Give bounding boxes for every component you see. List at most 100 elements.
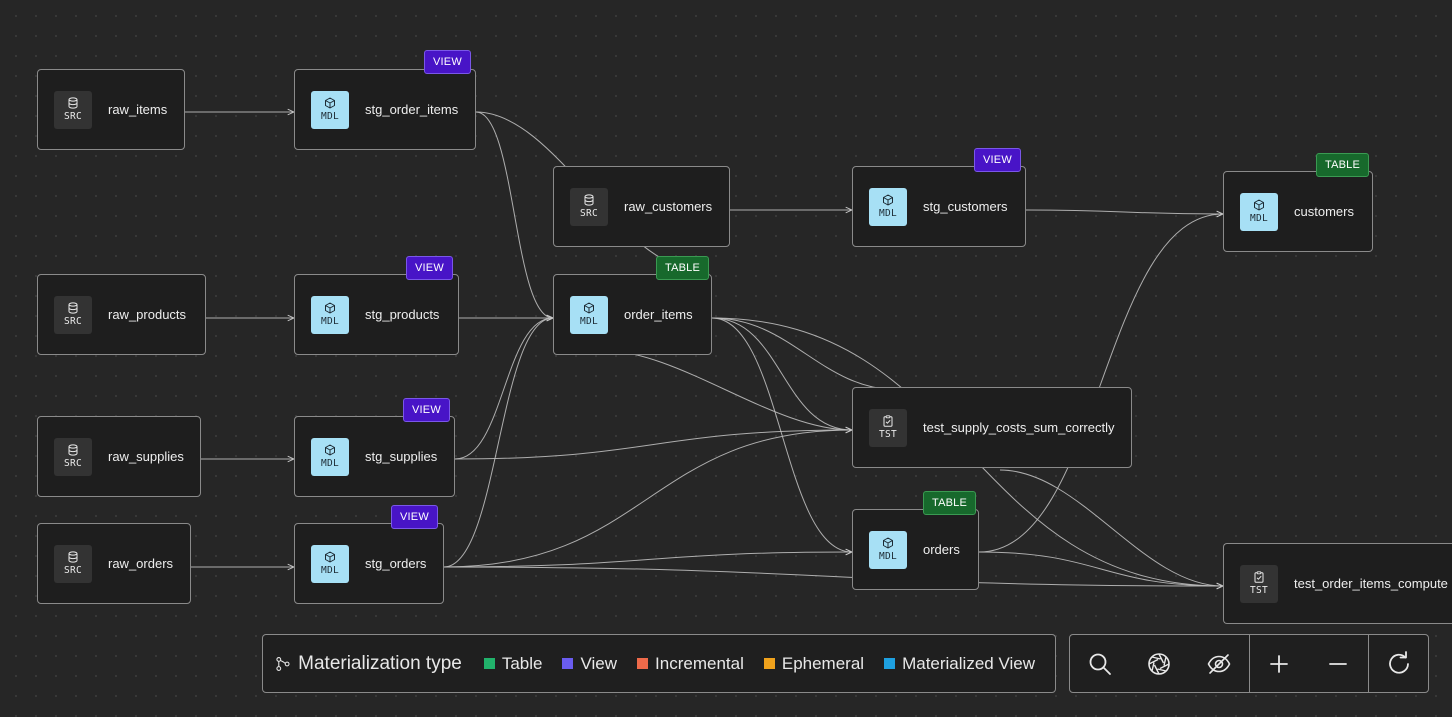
node-stg-customers[interactable]: MDL stg_customers <box>852 166 1026 247</box>
model-chip: MDL <box>869 530 907 569</box>
focus-button[interactable] <box>1130 635 1190 692</box>
cube-icon <box>325 444 335 456</box>
legend-item-incremental: Incremental <box>637 654 744 674</box>
dependency-edge <box>1025 209 1223 214</box>
cube-icon <box>325 302 335 314</box>
node-stg-order-items[interactable]: MDL stg_order_items <box>294 69 476 150</box>
node-test-supply-costs-sum-correctly[interactable]: TST test_supply_costs_sum_correctly <box>852 387 1132 468</box>
node-raw-supplies[interactable]: SRC raw_supplies <box>37 416 201 497</box>
dependency-edge <box>475 111 553 318</box>
kind-label: TST <box>878 429 898 440</box>
source-chip: SRC <box>54 544 92 583</box>
legend-swatch <box>884 658 896 669</box>
graph-controls <box>1069 634 1429 693</box>
node-raw-items[interactable]: SRC raw_items <box>37 69 185 150</box>
materialization-badge: TABLE <box>1316 153 1370 177</box>
legend-item-view: View <box>562 654 617 674</box>
legend-title: Materialization type <box>298 652 462 674</box>
node-stg-orders[interactable]: MDL stg_orders <box>294 523 444 604</box>
dependency-edge <box>978 551 1223 586</box>
node-orders[interactable]: MDL orders <box>852 509 979 590</box>
dependency-edge <box>711 317 852 430</box>
kind-label: MDL <box>579 316 599 327</box>
source-chip: SRC <box>570 187 608 226</box>
search-icon <box>1089 653 1111 675</box>
legend-swatch <box>562 658 574 669</box>
dependency-edge <box>978 214 1223 553</box>
model-chip: MDL <box>570 295 608 334</box>
zoom-in-button[interactable] <box>1248 635 1309 692</box>
node-label: test_supply_costs_sum_correctly <box>923 420 1115 435</box>
materialization-badge: VIEW <box>391 505 438 529</box>
node-label: stg_products <box>365 307 440 322</box>
test-chip: TST <box>869 408 907 447</box>
legend-swatch <box>637 658 649 669</box>
kind-label: SRC <box>579 208 599 219</box>
node-label: order_items <box>624 307 693 322</box>
aperture-icon <box>1148 652 1171 675</box>
node-label: stg_orders <box>365 556 427 571</box>
node-test-order-items-compute[interactable]: TST test_order_items_compute <box>1223 543 1452 624</box>
minus-icon <box>1329 662 1348 665</box>
cube-icon <box>584 302 594 314</box>
model-chip: MDL <box>311 295 349 334</box>
kind-label: SRC <box>63 458 83 469</box>
test-chip: TST <box>1240 564 1278 603</box>
kind-label: SRC <box>63 111 83 122</box>
kind-label: MDL <box>320 316 340 327</box>
cube-icon <box>1254 199 1264 211</box>
database-icon <box>68 302 78 314</box>
model-chip: MDL <box>311 90 349 129</box>
materialization-badge: VIEW <box>424 50 471 74</box>
database-icon <box>584 194 594 206</box>
node-stg-products[interactable]: MDL stg_products <box>294 274 459 355</box>
node-raw-orders[interactable]: SRC raw_orders <box>37 523 191 604</box>
source-chip: SRC <box>54 437 92 476</box>
legend-label: View <box>580 653 618 673</box>
clipboard-check-icon <box>883 415 893 427</box>
node-stg-supplies[interactable]: MDL stg_supplies <box>294 416 455 497</box>
dependency-edge <box>443 430 852 568</box>
materialization-badge: VIEW <box>403 398 450 422</box>
materialization-legend: Materialization type Table View Incremen… <box>262 634 1056 693</box>
model-chip: MDL <box>311 437 349 476</box>
dependency-edge <box>711 317 901 391</box>
kind-label: TST <box>1249 585 1269 596</box>
node-label: orders <box>923 542 960 557</box>
cube-icon <box>325 551 335 563</box>
node-raw-customers[interactable]: SRC raw_customers <box>553 166 730 247</box>
zoom-out-button[interactable] <box>1309 635 1369 692</box>
legend-label: Ephemeral <box>781 653 865 673</box>
hide-button[interactable] <box>1189 635 1249 692</box>
dependency-edge <box>599 349 853 431</box>
dependency-edge <box>443 552 852 568</box>
dependency-edge <box>711 317 852 552</box>
plus-icon <box>1270 654 1289 673</box>
database-icon <box>68 551 78 563</box>
cube-icon <box>883 194 893 206</box>
materialization-badge: VIEW <box>406 256 453 280</box>
node-customers[interactable]: MDL customers <box>1223 171 1373 252</box>
kind-label: MDL <box>320 111 340 122</box>
materialization-badge: VIEW <box>974 148 1021 172</box>
node-label: stg_supplies <box>365 449 438 464</box>
materialization-badge: TABLE <box>656 256 710 280</box>
materialization-badge: TABLE <box>923 491 977 515</box>
lineage-graph-icon <box>276 656 290 671</box>
model-chip: MDL <box>311 544 349 583</box>
node-label: raw_items <box>108 102 168 117</box>
database-icon <box>68 97 78 109</box>
legend-label: Materialized View <box>902 653 1035 673</box>
legend-item-table: Table <box>483 654 542 674</box>
search-button[interactable] <box>1070 635 1130 692</box>
dependency-edge <box>454 430 852 460</box>
database-icon <box>68 444 78 456</box>
clipboard-check-icon <box>1254 571 1264 583</box>
legend-swatch <box>763 658 775 669</box>
model-chip: MDL <box>869 187 907 226</box>
refresh-icon <box>1388 650 1409 674</box>
kind-label: MDL <box>320 458 340 469</box>
refresh-button[interactable] <box>1368 635 1428 692</box>
node-raw-products[interactable]: SRC raw_products <box>37 274 206 355</box>
node-order-items[interactable]: MDL order_items <box>553 274 712 355</box>
